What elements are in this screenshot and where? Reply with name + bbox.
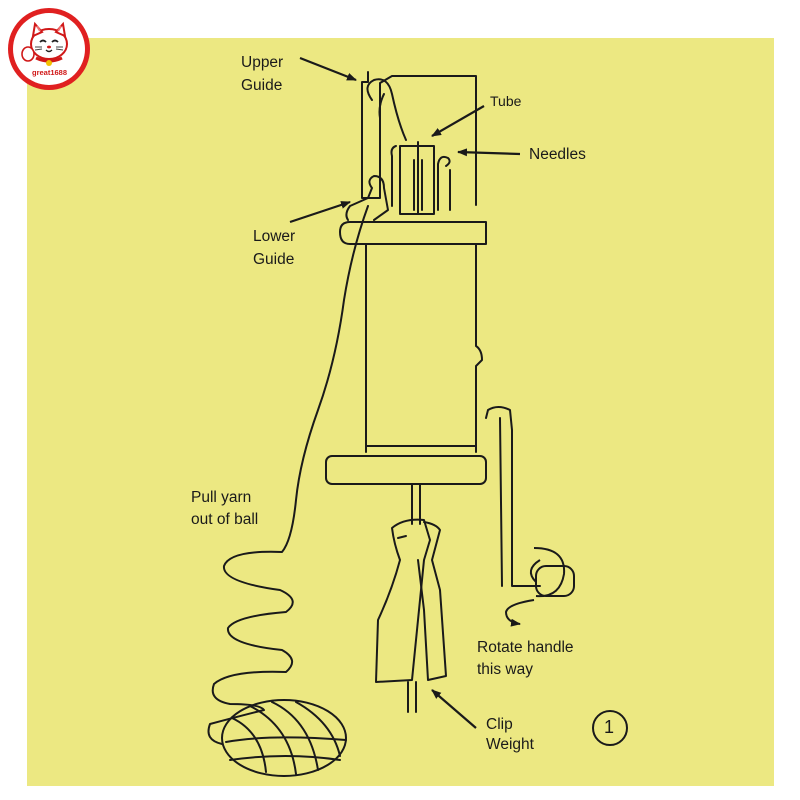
yarn-line	[207, 205, 369, 745]
logo-text: great1688	[32, 68, 68, 77]
label-pull-yarn-line1: Pull yarn	[191, 489, 252, 506]
lucky-cat-icon	[8, 8, 90, 90]
upper-housing	[361, 71, 477, 206]
brand-logo: great1688	[6, 6, 92, 92]
machine-body	[365, 243, 483, 453]
label-rotate-handle-line1: Rotate handle	[477, 639, 574, 656]
label-clip-line2: Weight	[486, 736, 534, 753]
arrow-tube	[431, 105, 485, 137]
label-pull-yarn-line2: out of ball	[191, 511, 259, 528]
arrow-upper-guide	[299, 56, 357, 82]
crank-arm	[485, 406, 541, 587]
arrow-clip-weight	[431, 689, 477, 729]
arrow-needles	[457, 148, 521, 157]
rotate-arrow	[533, 547, 566, 598]
label-tube: Tube	[490, 93, 522, 109]
label-upper-guide-line2: Guide	[241, 77, 283, 94]
lower-guide-platform	[345, 175, 389, 221]
clip-weight	[375, 518, 431, 683]
label-lower-guide-line2: Guide	[253, 251, 295, 268]
arrow-lower-guide	[289, 200, 351, 224]
step-number-circle	[592, 710, 628, 746]
label-needles: Needles	[529, 146, 586, 163]
label-clip-line1: Clip	[486, 716, 513, 733]
needles	[437, 155, 451, 211]
label-lower-guide-line1: Lower	[253, 228, 296, 245]
label-rotate-handle-line2: this way	[477, 661, 533, 678]
machine-base	[325, 455, 487, 485]
yarn-ball	[221, 699, 347, 777]
upper-guide-hook	[366, 78, 407, 141]
step-number: 1	[604, 717, 615, 737]
label-upper-guide-line1: Upper	[241, 54, 284, 71]
